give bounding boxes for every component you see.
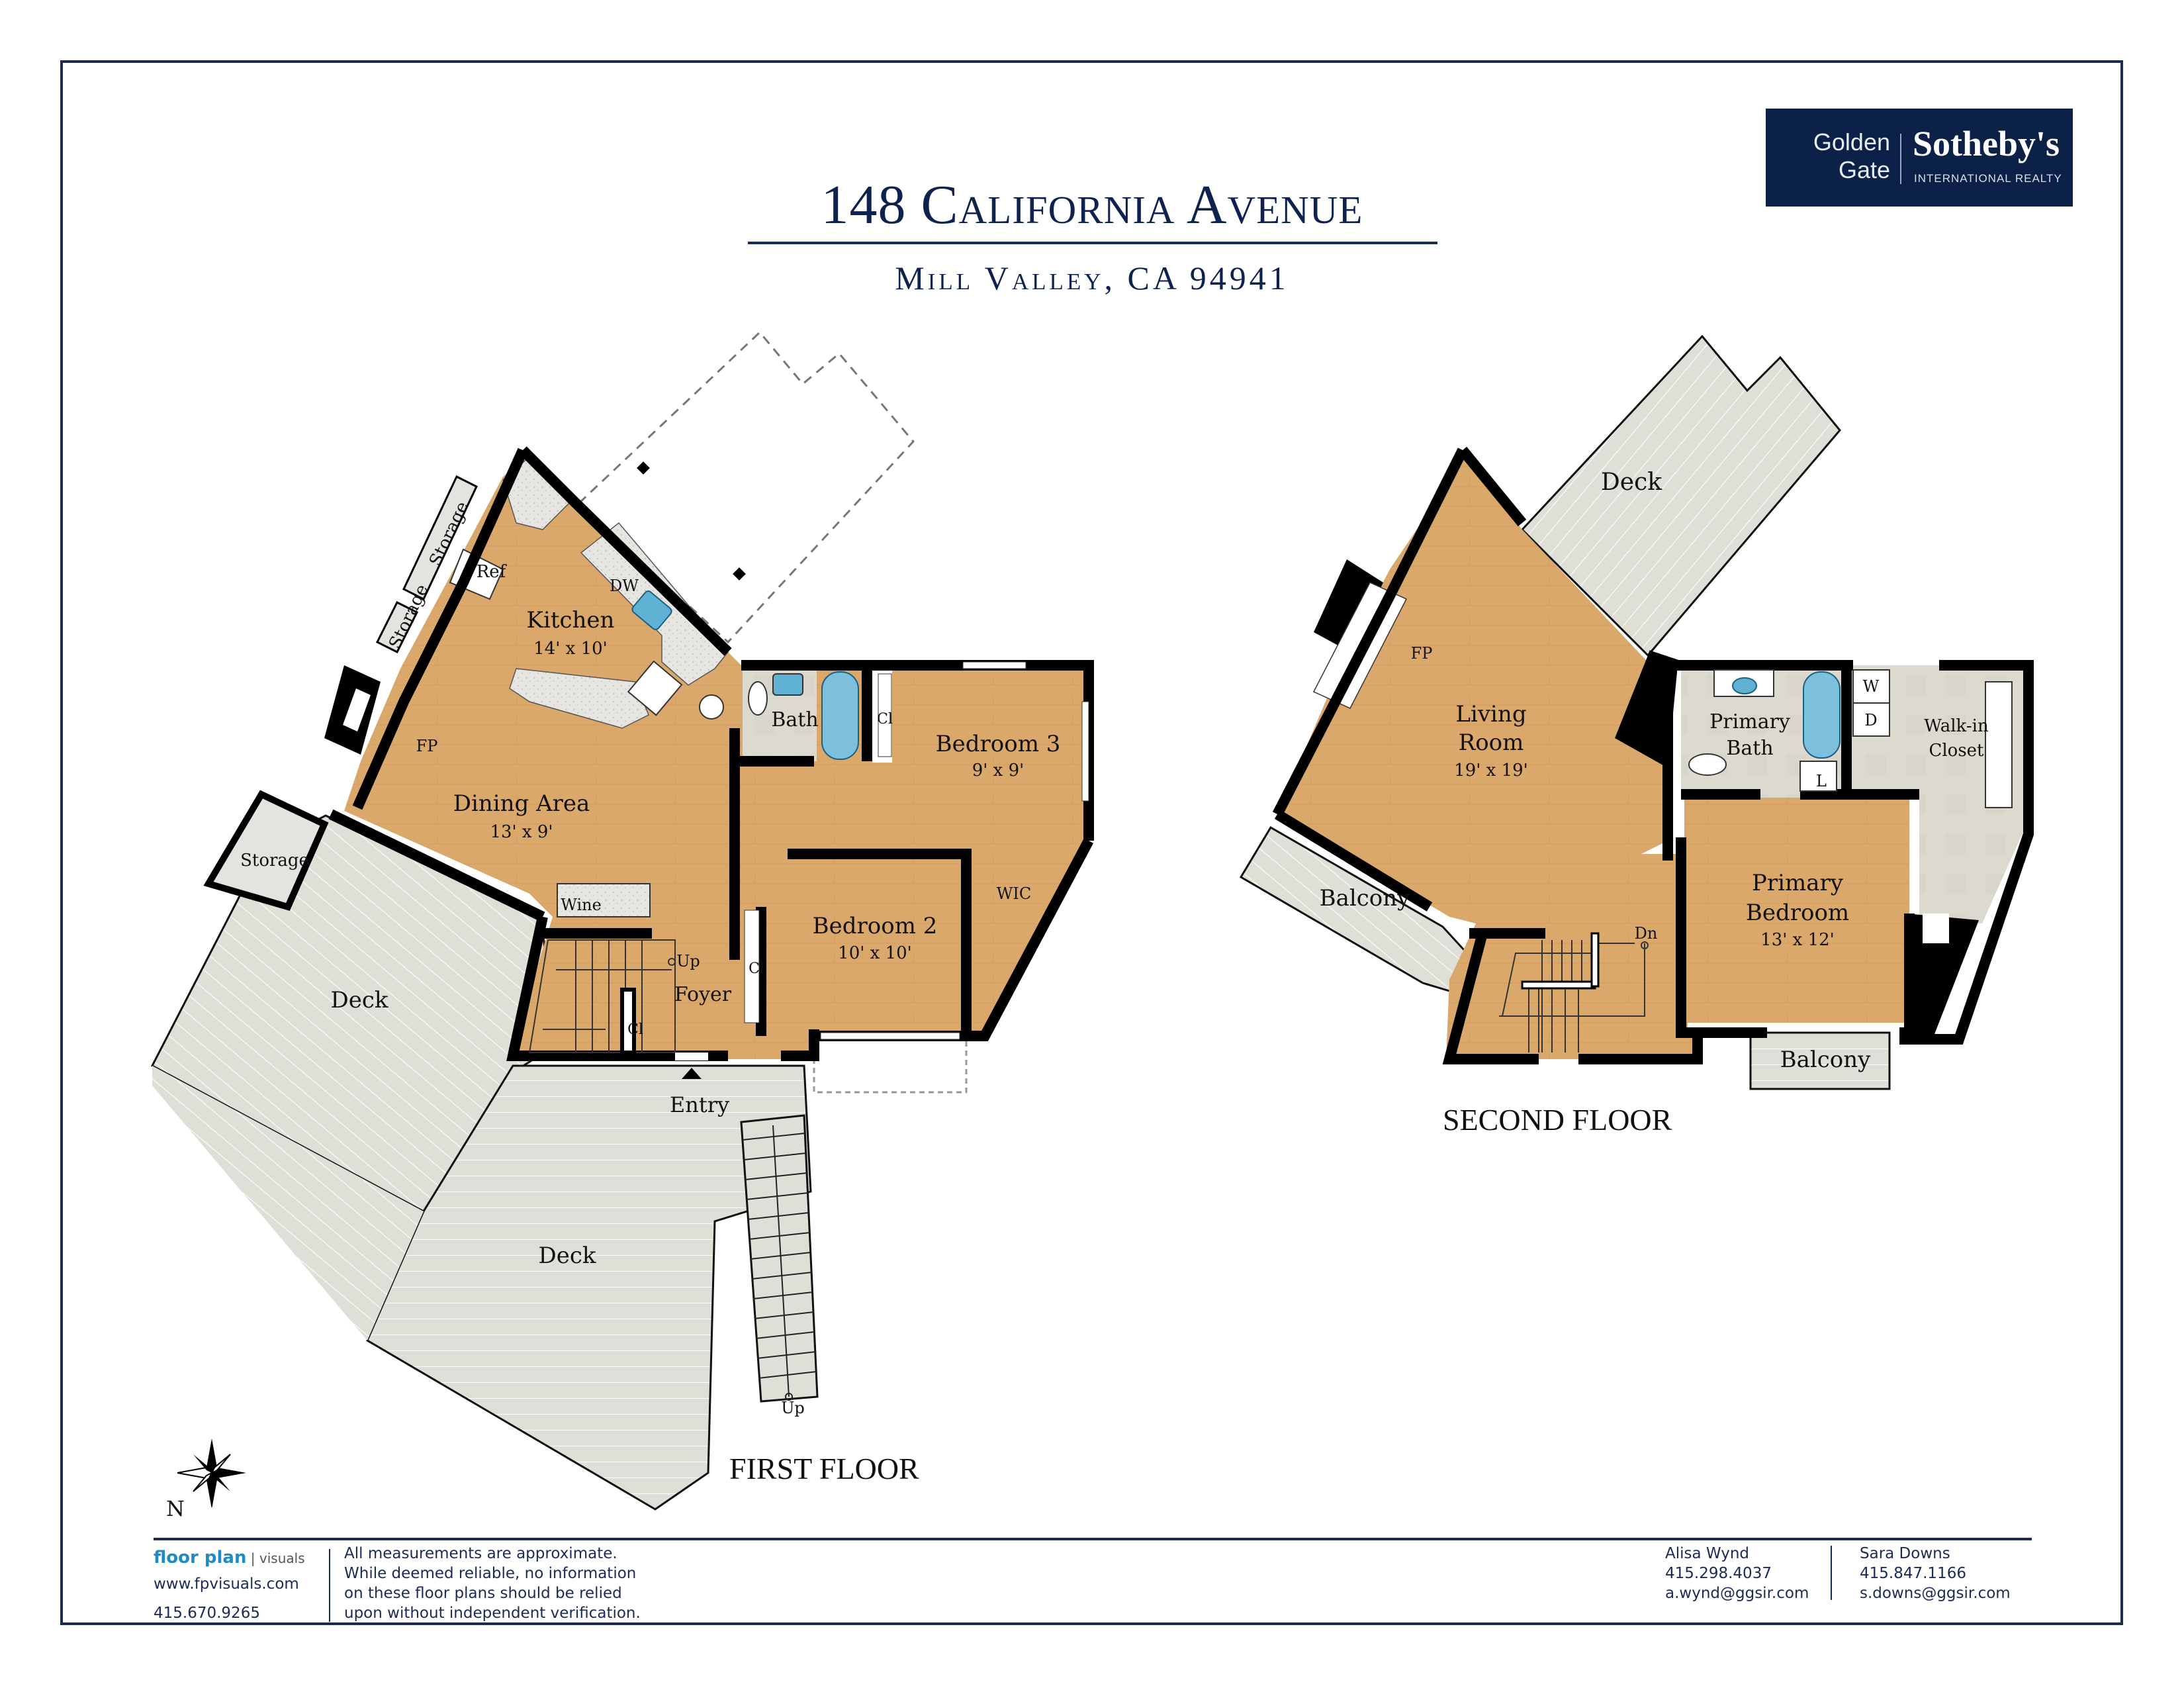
logo-brand: Sotheby's bbox=[1913, 124, 2060, 164]
agent-2-phone: 415.847.1166 bbox=[1860, 1565, 1966, 1582]
logo-golden-gate: Golden Gate bbox=[1791, 128, 1890, 184]
label-wine: Wine bbox=[561, 896, 602, 914]
fpv-brand-name: floor plan bbox=[154, 1548, 247, 1568]
room-walk-in-closet-name-2: Closet bbox=[1929, 741, 1984, 761]
room-primary-bedroom-name-2: Bedroom bbox=[1746, 900, 1849, 926]
first-floor-plan bbox=[150, 330, 1094, 1511]
room-balcony-bottom-name: Balcony bbox=[1780, 1047, 1872, 1073]
room-kitchen-dims: 14' x 10' bbox=[533, 639, 608, 659]
footer-disclaimer: All measurements are approximate. While … bbox=[344, 1544, 641, 1623]
label-closet-foyer: Cl bbox=[627, 1021, 643, 1038]
room-living-name-1: Living bbox=[1455, 701, 1526, 727]
fpv-phone: 415.670.9265 bbox=[154, 1605, 260, 1622]
room-dining-dims: 13' x 9' bbox=[490, 822, 553, 842]
room-deck-upper-name: Deck bbox=[330, 987, 388, 1013]
room-bedroom2-dims: 10' x 10' bbox=[838, 943, 912, 963]
agent-2-name: Sara Downs bbox=[1860, 1545, 1950, 1562]
property-city-subtitle: Mill Valley, CA 94941 bbox=[895, 259, 1289, 297]
label-stairs-down: Dn bbox=[1635, 924, 1658, 943]
label-ref: Ref bbox=[477, 562, 508, 582]
logo-brand-sub: INTERNATIONAL REALTY bbox=[1914, 172, 2062, 185]
footer-divider-2 bbox=[1831, 1546, 1832, 1600]
room-bath-name: Bath bbox=[771, 708, 818, 731]
room-primary-bath-name-1: Primary bbox=[1709, 710, 1790, 733]
compass-rose-icon bbox=[177, 1438, 246, 1508]
label-stairs-up: Up bbox=[676, 952, 700, 970]
label-fireplace: FP bbox=[416, 737, 438, 755]
property-address-title: 148 California Avenue bbox=[821, 174, 1363, 236]
agent-card-1: Alisa Wynd 415.298.4037 a.wynd@ggsir.com bbox=[1665, 1544, 1809, 1603]
fpv-website: www.fpvisuals.com bbox=[154, 1575, 299, 1593]
disclaimer-line-4: upon without independent verification. bbox=[344, 1605, 641, 1622]
room-balcony-left-name: Balcony bbox=[1320, 885, 1411, 912]
footer-rule bbox=[154, 1538, 2032, 1540]
room-foyer-name: Foyer bbox=[674, 983, 732, 1006]
fpv-brand-sep: | bbox=[246, 1550, 259, 1566]
room-kitchen-name: Kitchen bbox=[527, 607, 615, 633]
first-floor-labels: Kitchen 14' x 10' Dining Area 13' x 9' B… bbox=[166, 498, 1060, 1521]
room-bedroom3-name: Bedroom 3 bbox=[936, 731, 1061, 757]
room-primary-bedroom-dims: 13' x 12' bbox=[1760, 930, 1835, 950]
room-bedroom2-name: Bedroom 2 bbox=[813, 913, 938, 939]
label-storage-left: Storage bbox=[240, 851, 309, 870]
room-bedroom3-dims: 9' x 9' bbox=[972, 761, 1024, 780]
agent-card-2: Sara Downs 415.847.1166 s.downs@ggsir.co… bbox=[1860, 1544, 2011, 1603]
label-dw: DW bbox=[610, 577, 639, 595]
room-deck-lower-name: Deck bbox=[538, 1243, 596, 1269]
room-dining-name: Dining Area bbox=[453, 790, 590, 817]
label-linen: L bbox=[1816, 772, 1827, 790]
page-border bbox=[60, 60, 2123, 1625]
fpv-brand-sub: visuals bbox=[259, 1550, 305, 1566]
footer-divider-1 bbox=[329, 1549, 330, 1622]
room-living-dims: 19' x 19' bbox=[1454, 761, 1528, 780]
label-closet-bath: Cl bbox=[877, 711, 893, 727]
agent-1-email[interactable]: a.wynd@ggsir.com bbox=[1665, 1585, 1809, 1602]
first-floor-title: FIRST FLOOR bbox=[729, 1452, 919, 1485]
floorplan-visuals-logo: floor plan | visuals bbox=[154, 1548, 305, 1568]
disclaimer-line-1: All measurements are approximate. bbox=[344, 1545, 617, 1562]
label-washer: W bbox=[1863, 677, 1880, 696]
agent-1-name: Alisa Wynd bbox=[1665, 1545, 1750, 1562]
logo-divider bbox=[1900, 134, 1901, 184]
agent-1-phone: 415.298.4037 bbox=[1665, 1565, 1772, 1582]
agent-2-email[interactable]: s.downs@ggsir.com bbox=[1860, 1585, 2011, 1602]
room-living-name-2: Room bbox=[1459, 729, 1524, 756]
room-walk-in-closet-name-1: Walk-in bbox=[1924, 716, 1989, 736]
label-fireplace-upper: FP bbox=[1411, 644, 1433, 663]
title-underline bbox=[748, 242, 1437, 244]
label-exterior-stairs-up: Up bbox=[781, 1399, 805, 1417]
disclaimer-line-3: on these floor plans should be relied bbox=[344, 1585, 622, 1602]
room-primary-bedroom-name-1: Primary bbox=[1752, 870, 1844, 896]
room-primary-bath-name-2: Bath bbox=[1726, 737, 1773, 760]
logo-line-1: Golden bbox=[1813, 128, 1890, 156]
room-wic-name: WIC bbox=[997, 884, 1032, 903]
second-floor-labels: Deck Living Room 19' x 19' Primary Bedro… bbox=[1320, 469, 1989, 1073]
second-floor-plan bbox=[1239, 334, 2034, 1090]
room-upper-deck-name: Deck bbox=[1601, 469, 1662, 496]
logo-line-2: Gate bbox=[1838, 156, 1890, 183]
label-dryer: D bbox=[1864, 711, 1877, 729]
compass-north-label: N bbox=[166, 1496, 185, 1521]
brokerage-logo: Golden Gate Sotheby's INTERNATIONAL REAL… bbox=[1766, 109, 2073, 207]
label-closet-bedroom2: Cl bbox=[749, 961, 764, 977]
label-entry: Entry bbox=[670, 1092, 729, 1117]
second-floor-title: SECOND FLOOR bbox=[1443, 1103, 1672, 1137]
disclaimer-line-2: While deemed reliable, no information bbox=[344, 1565, 637, 1582]
